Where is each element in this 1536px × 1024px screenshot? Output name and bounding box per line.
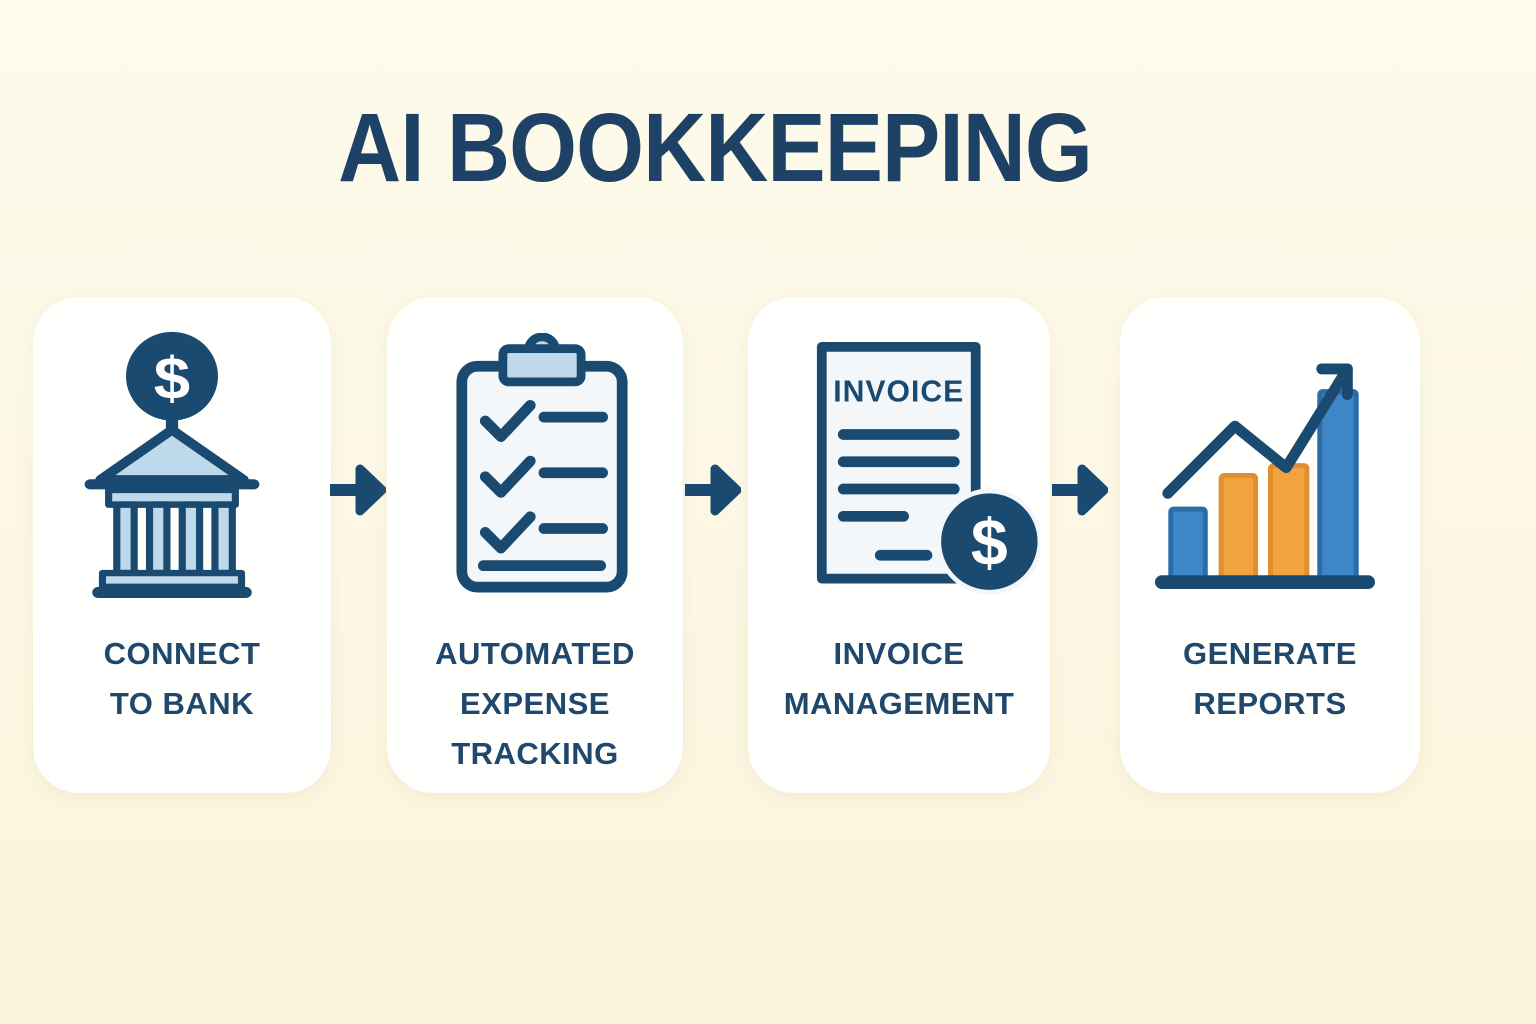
- step-card-automated-expense-tracking: AUTOMATED EXPENSE TRACKING: [387, 297, 683, 793]
- chart-bar-blue-tall: [1317, 389, 1359, 581]
- checklist-clipboard-icon: [456, 333, 628, 593]
- step-label-invoice-management: INVOICE MANAGEMENT: [783, 636, 1015, 721]
- bank-dollar-icon: $: [84, 331, 260, 598]
- dollar-symbol: $: [154, 346, 190, 411]
- chart-bar-orange-medium: [1218, 473, 1259, 581]
- step-label-generate-reports: GENERATE REPORTS: [1183, 636, 1357, 721]
- invoice-dollar-icon: INVOICE $: [816, 341, 1040, 595]
- chart-bar-orange-large: [1267, 463, 1310, 581]
- arrowhead: [1316, 363, 1353, 400]
- step-card-invoice-management: INVOICE $ INVOICE MANAGEMENT: [748, 297, 1050, 793]
- dollar-symbol: $: [971, 506, 1008, 580]
- step-card-connect-to-bank: $ CONNECT TO BANK: [33, 297, 331, 793]
- step-label-connect-to-bank: CONNECT TO BANK: [103, 636, 261, 721]
- bar-chart-growth-icon: [1154, 363, 1375, 590]
- flow-arrow-icon: [330, 464, 386, 516]
- chart-bar-blue-small: [1168, 506, 1208, 581]
- step-label-automated-expense-tracking: AUTOMATED EXPENSE TRACKING: [435, 636, 635, 771]
- step-card-generate-reports: GENERATE REPORTS: [1120, 297, 1420, 793]
- growth-trend-line: [1162, 363, 1353, 499]
- invoice-doc-heading: INVOICE: [833, 375, 964, 408]
- flow-arrow-icon: [685, 464, 741, 516]
- flow-arrow-icon: [1052, 464, 1108, 516]
- page-title: AI BOOKKEEPING: [338, 93, 1093, 202]
